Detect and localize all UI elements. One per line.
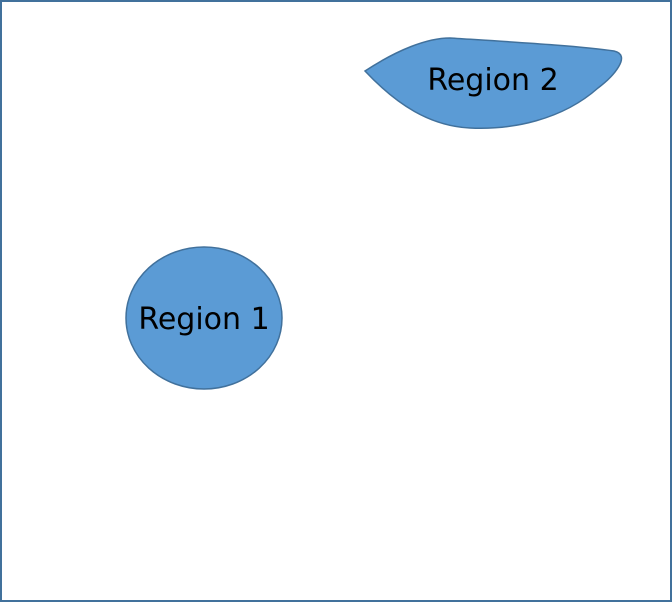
region-2-shape <box>363 37 623 129</box>
region-1-label: Region 1 <box>138 302 269 337</box>
region-2-label: Region 2 <box>427 63 558 98</box>
region-1-shape <box>125 246 283 390</box>
region-2: Region 2 <box>363 37 623 129</box>
region-1: Region 1 <box>125 246 283 390</box>
